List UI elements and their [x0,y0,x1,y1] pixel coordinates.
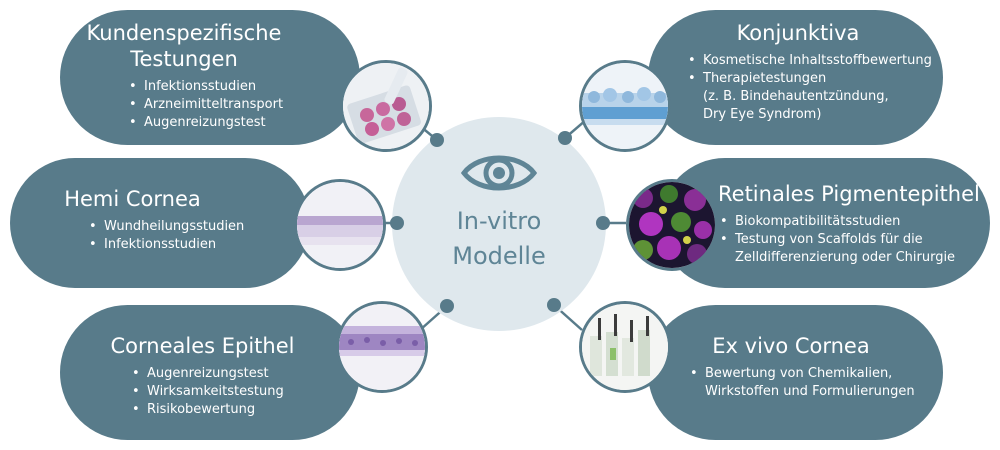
list-item: Kosmetische Inhaltsstoffbewertung [688,52,943,70]
corneal-epithelium-tissue-section [336,301,428,393]
well-plate-photo [340,60,432,152]
bullet-list: Wundheilungsstudien Infektionsstudien [87,218,310,254]
bullet-list: Infektionsstudien Arzneimitteltransport … [127,78,360,132]
list-item: Testung von Scaffolds für die [720,231,990,249]
card-title: Konjunktiva [736,21,860,45]
list-item: Risikobewertung [132,401,360,419]
list-item: Therapietestungen [688,70,943,88]
sub-text: (z. B. Bindehautentzündung, Dry Eye Synd… [703,88,943,124]
center-title-line-1: In-vitro [456,207,542,235]
list-item: Biokompatibilitätsstudien [720,213,990,231]
eye-icon [461,155,537,191]
card-corneales-epithel: Corneales Epithel Augenreizungstest Wirk… [60,305,360,440]
card-konjunktiva: Konjunktiva Kosmetische Inhaltsstoffbewe… [648,10,943,145]
retinal-pigment-epithelium-fluorescence [626,179,718,271]
list-item: Augenreizungstest [132,365,360,383]
list-item: Arzneimitteltransport [129,96,360,114]
bullet-list: Biokompatibilitätsstudien Testung von Sc… [718,213,990,249]
list-item: Bewertung von Chemikalien, [690,365,943,383]
sub-line-1: Zelldifferenzierung oder Chirurgie [735,250,956,265]
hemi-cornea-tissue-section [294,179,386,271]
connector-dot [596,216,610,230]
bullet-list: Augenreizungstest Wirksamkeitstestung Ri… [130,365,360,419]
card-retinales-pigmentepithel: Retinales Pigmentepithel Biokompatibilit… [660,158,990,288]
list-item: Augenreizungstest [129,114,360,132]
card-title: Hemi Cornea [64,187,201,211]
connector-dot [390,216,404,230]
connector-dot [440,299,454,313]
connector-dot [558,131,572,145]
card-kundenspezifische-testungen: Kundenspezifische Testungen Infektionsst… [60,10,360,145]
card-hemi-cornea: Hemi Cornea Wundheilungsstudien Infektio… [10,158,310,288]
title-line-1: Kundenspezifische [86,21,282,45]
card-ex-vivo-cornea: Ex vivo Cornea Bewertung von Chemikalien… [648,305,943,440]
card-title: Kundenspezifische Testungen [60,20,308,72]
list-item: Wundheilungsstudien [89,218,310,236]
bullet-list: Bewertung von Chemikalien, [688,365,943,383]
center-title-line-2: Modelle [452,242,546,270]
ex-vivo-cornea-setup-photo [579,301,671,393]
sub-text: Wirkstoffen und Formulierungen [705,383,943,401]
title-line-2: Testungen [130,47,238,71]
card-title: Corneales Epithel [110,334,295,358]
list-item: Infektionsstudien [89,236,310,254]
sub-line-2: Dry Eye Syndrom) [703,107,822,122]
card-title: Ex vivo Cornea [712,334,870,358]
list-item: Wirksamkeitstestung [132,383,360,401]
center-circle: In-vitro Modelle [392,117,606,331]
sub-line-1: Wirkstoffen und Formulierungen [705,384,915,399]
sub-line-1: (z. B. Bindehautentzündung, [703,89,889,104]
card-title: Retinales Pigmentepithel [718,182,980,206]
sub-text: Zelldifferenzierung oder Chirurgie [735,249,990,267]
connector-dot [430,133,444,147]
list-item: Infektionsstudien [129,78,360,96]
bullet-list: Kosmetische Inhaltsstoffbewertung Therap… [686,52,943,88]
conjunctiva-tissue-section [579,60,671,152]
connector-dot [547,298,561,312]
